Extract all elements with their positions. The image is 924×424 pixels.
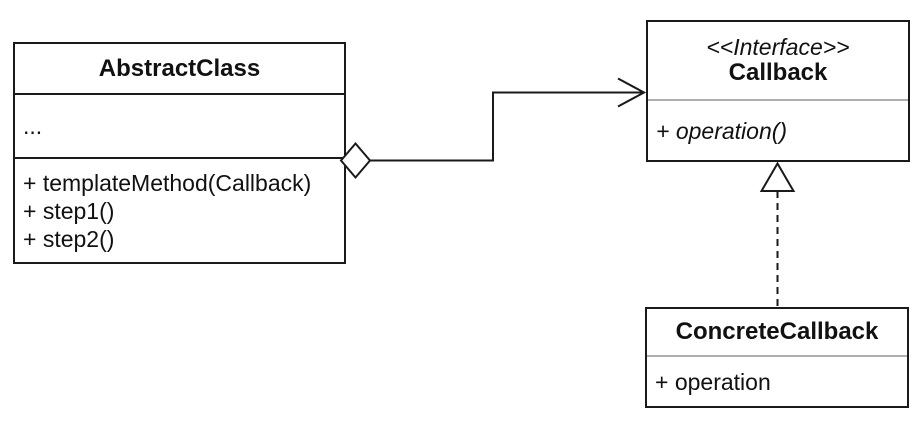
method-step1: + step1() [23,197,115,224]
abstract-class-methods-section: + templateMethod(Callback) + step1() + s… [15,157,344,262]
realization-triangle-icon [759,161,796,192]
concrete-callback-name: ConcreteCallback [675,318,879,345]
class-box-abstract-class: AbstractClass ... + templateMethod(Callb… [13,42,346,264]
method-step2: + step2() [23,225,115,252]
callback-stereotype: <<Interface>> [706,34,850,60]
concrete-callback-header: ConcreteCallback [647,309,907,355]
abstract-class-fields-placeholder: ... [23,113,43,139]
abstract-class-fields-section: ... [15,93,344,157]
abstract-class-name: AbstractClass [98,54,261,82]
method-operation-abstract: + operation() [656,117,788,144]
callback-name: Callback [728,59,828,86]
callback-methods-section: + operation() [648,99,908,160]
class-box-concrete-callback: ConcreteCallback + operation [645,307,909,408]
abstract-class-header: AbstractClass [15,44,344,93]
callback-header: <<Interface>> Callback [648,22,908,99]
concrete-callback-methods-section: + operation [647,355,907,406]
open-arrowhead-icon [617,77,647,108]
method-operation-concrete: + operation [655,368,771,395]
aggregation-line [370,91,644,162]
class-box-callback-interface: <<Interface>> Callback + operation() [646,20,910,162]
method-template-method: + templateMethod(Callback) [23,169,312,196]
